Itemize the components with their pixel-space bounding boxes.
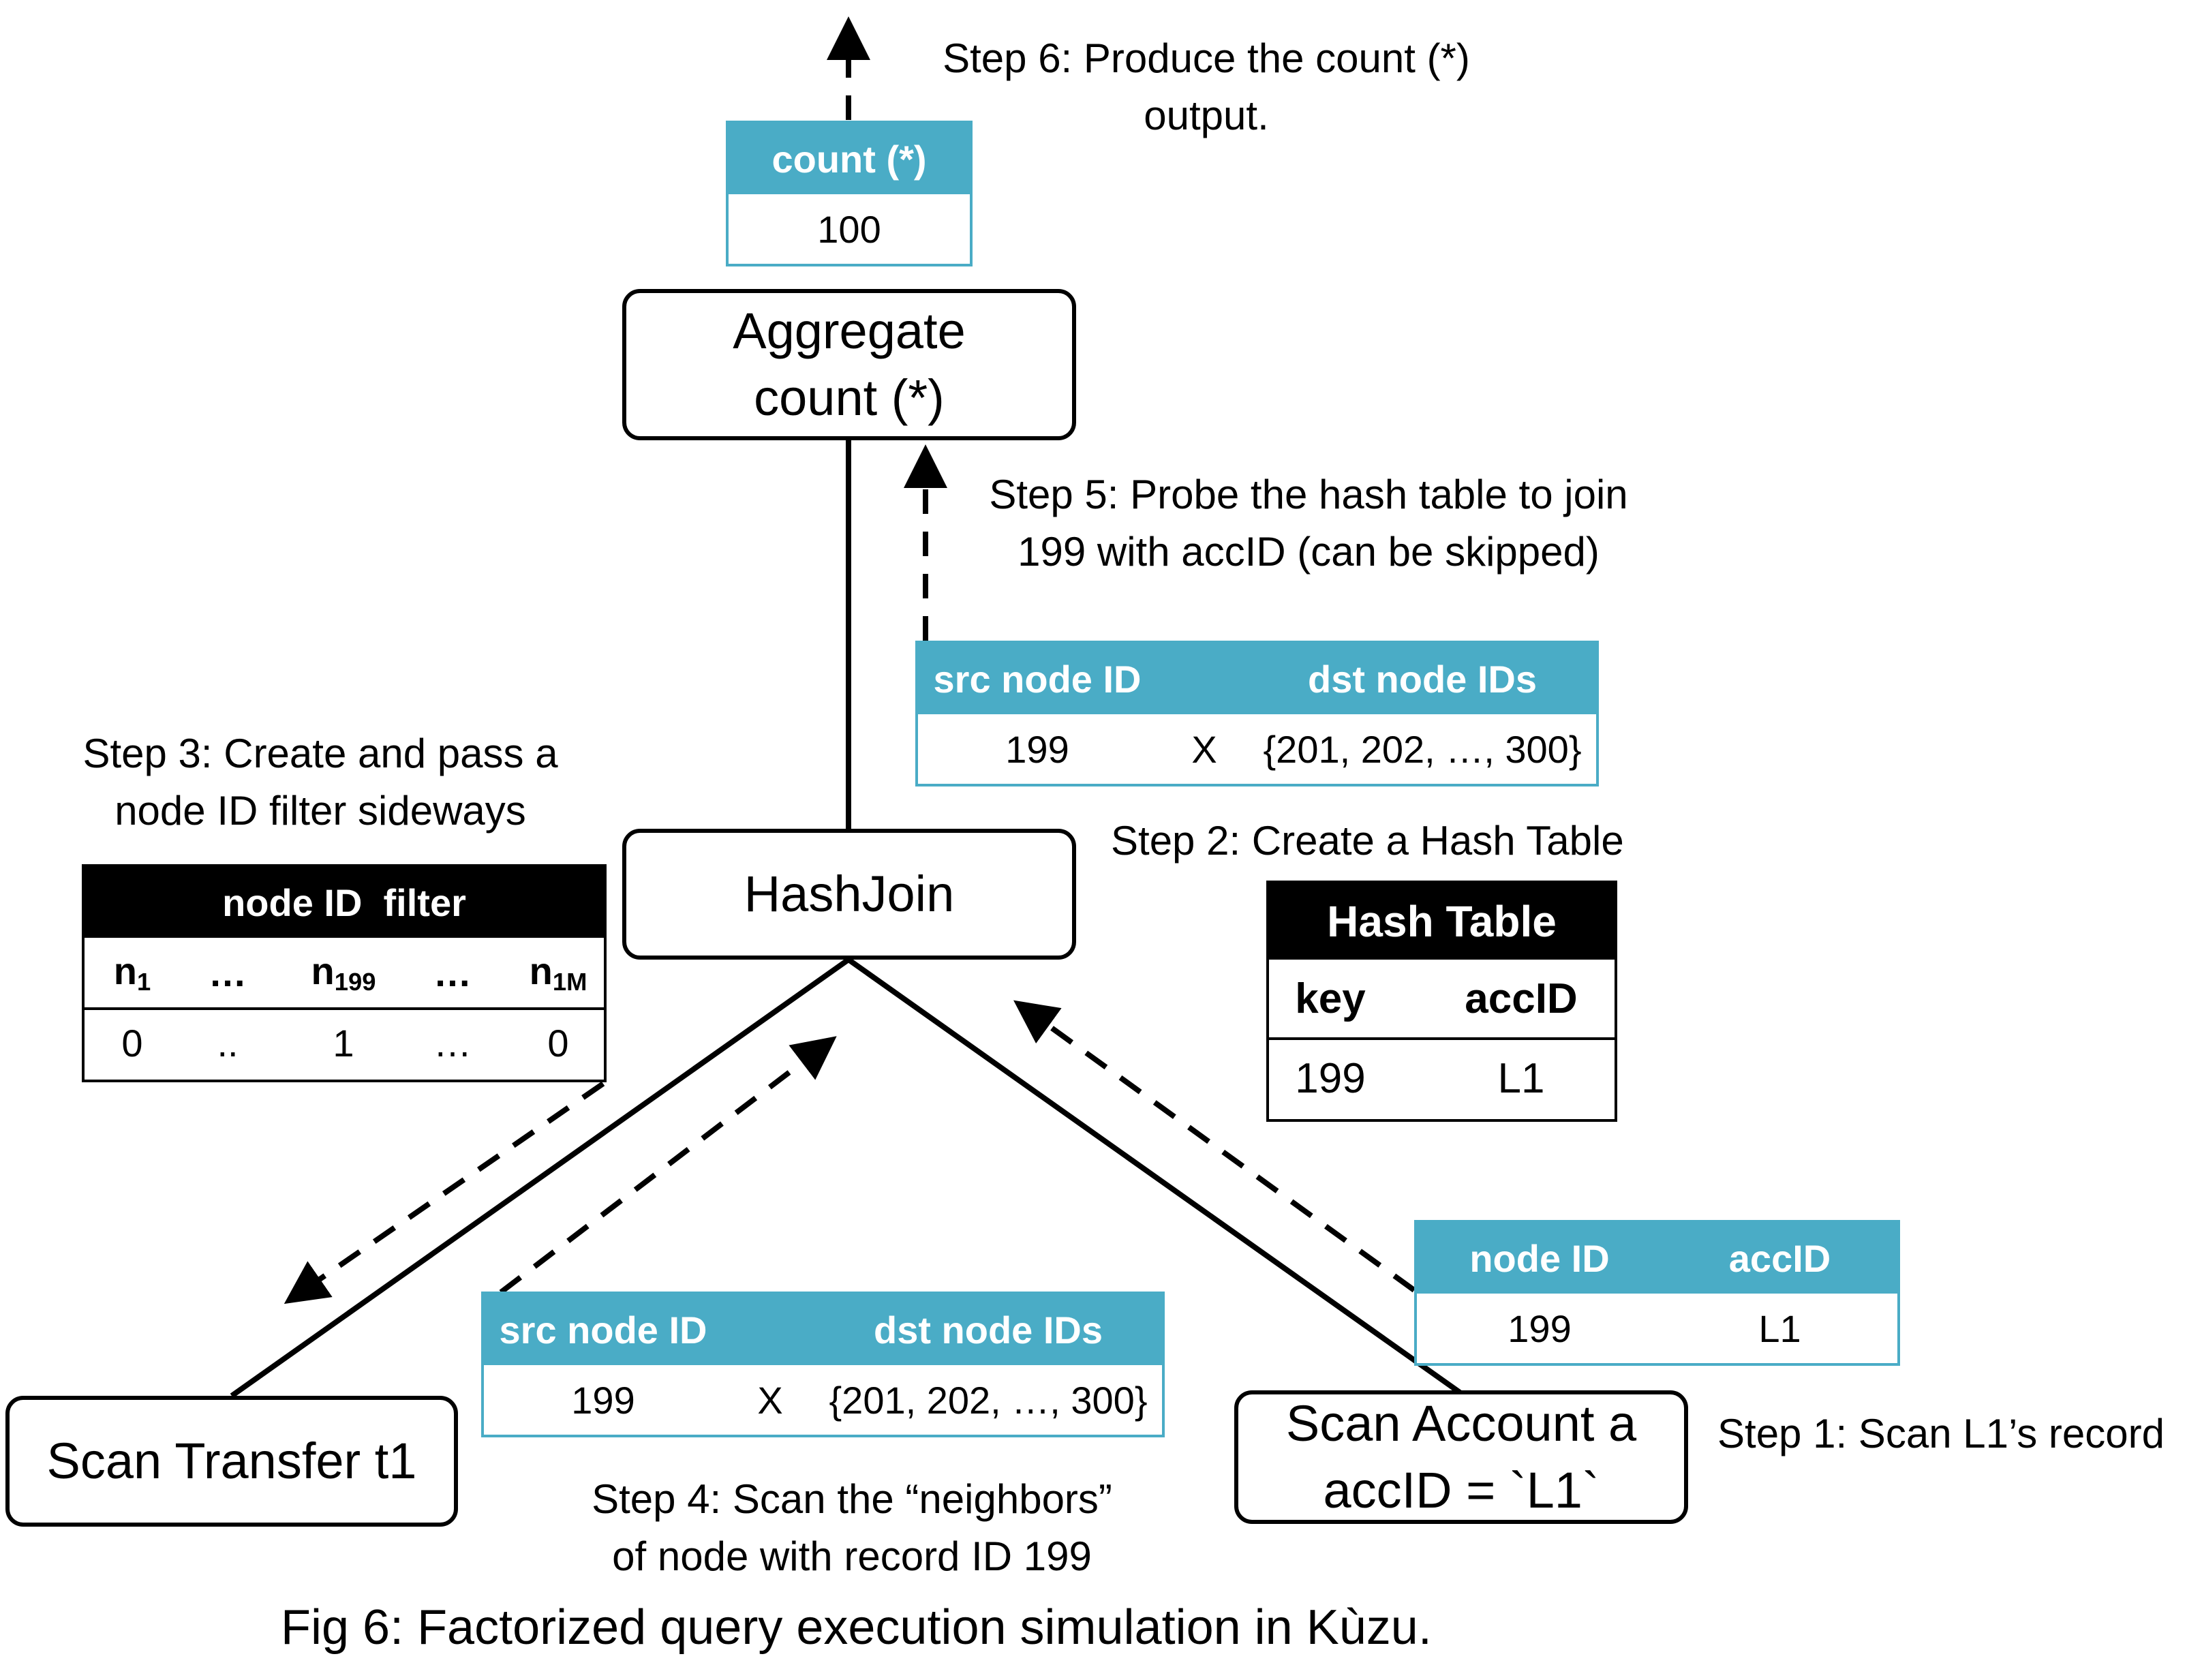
filter-header-ellipsis-1-text: … [209, 951, 247, 994]
account-table-header-node-id: node ID [1469, 1236, 1610, 1280]
probe-table: src node ID dst node IDs 199 X {201, 202… [915, 641, 1599, 786]
filter-table-title: node ID filter [222, 881, 466, 924]
count-table-header-label: count (*) [771, 137, 927, 181]
account-table-header-accid: accID [1728, 1236, 1831, 1280]
neighbors-table-dst: {201, 202, …, 300} [829, 1378, 1148, 1422]
filter-header-n199-base: n [311, 949, 335, 992]
probe-table-row: 199 X {201, 202, …, 300} [918, 714, 1596, 784]
hash-table-value-row: 199 L1 [1269, 1037, 1615, 1119]
scan-account-operator-line2: accID = `L1` [1323, 1462, 1600, 1518]
filter-header-n1-sub: 1 [136, 968, 151, 996]
hashjoin-operator-label: HashJoin [744, 866, 955, 922]
step5-note: Step 5: Probe the hash table to join 199… [954, 466, 1663, 581]
account-table-row: 199 L1 [1417, 1294, 1897, 1363]
filter-header-n199-sub: 199 [334, 968, 376, 996]
neighbors-table-header-src: src node ID [499, 1308, 707, 1351]
neighbors-table-header-dst: dst node IDs [873, 1308, 1103, 1351]
filter-value-n1: 0 [121, 1021, 143, 1065]
step2-note: Step 2: Create a Hash Table [1111, 812, 1624, 870]
filter-header-n199: n199 [282, 949, 405, 996]
account-table-header: node ID accID [1417, 1223, 1897, 1294]
edge-hashjoin-scan-transfer [230, 957, 851, 1399]
filter-value-n199: 1 [333, 1021, 354, 1065]
probe-table-header-src: src node ID [933, 657, 1142, 701]
count-table-row: 100 [729, 194, 970, 264]
probe-table-header: src node ID dst node IDs [918, 643, 1596, 714]
filter-header-ellipsis-1: … [187, 951, 269, 995]
neighbors-table-src: 199 [571, 1378, 635, 1422]
scan-transfer-operator: Scan Transfer t1 [5, 1396, 458, 1527]
step6-line1: Step 6: Produce the count (*) [943, 35, 1470, 81]
hash-table-title-bar: Hash Table [1269, 883, 1615, 960]
hash-table-title: Hash Table [1327, 897, 1557, 946]
filter-value-n1m: 0 [547, 1021, 569, 1065]
aggregate-operator-line2: count (*) [754, 369, 945, 426]
count-table-value: 100 [817, 207, 881, 251]
edge-hashjoin-scan-account [846, 957, 1462, 1395]
scan-transfer-operator-label: Scan Transfer t1 [46, 1433, 417, 1489]
hash-table-divider [1269, 1037, 1615, 1040]
filter-header-ellipsis-2-text: … [433, 951, 472, 994]
hash-table-header-row: key accID [1269, 960, 1615, 1037]
neighbors-table-op: X [757, 1378, 783, 1422]
step3-line2: node ID filter sideways [114, 788, 526, 834]
filter-header-n1: n1 [91, 949, 173, 996]
node-id-filter-table: node ID filter n1 … n199 … n1M 0 .. 1 … … [82, 864, 607, 1082]
step6-note: Step 6: Produce the count (*) output. [906, 30, 1506, 144]
filter-table-header-row: n1 … n199 … n1M [85, 938, 604, 1007]
filter-table-value-row: 0 .. 1 … 0 [85, 1007, 604, 1078]
step1-to-hashjoin-arrow [1013, 1000, 1416, 1293]
hash-table-header-key: key [1295, 975, 1366, 1022]
filter-header-n1m-sub: 1M [552, 968, 587, 996]
figure-caption: Fig 6: Factorized query execution simula… [281, 1595, 1432, 1660]
hashjoin-operator: HashJoin [622, 829, 1076, 960]
step1-label: Step 1: Scan L1’s record [1717, 1411, 2165, 1456]
step3-filter-sideways-arrow [284, 1081, 605, 1304]
scan-account-operator-line1: Scan Account a [1285, 1395, 1637, 1452]
filter-value-ellipsis-1: .. [217, 1021, 239, 1065]
filter-table-title-bar: node ID filter [85, 867, 604, 938]
hash-table-accid-value: L1 [1497, 1054, 1545, 1102]
account-table-node-id: 199 [1508, 1307, 1572, 1350]
step6-line2: output. [1144, 93, 1269, 138]
filter-value-ellipsis-2: … [433, 1021, 472, 1065]
step4-neighbors-arrow [499, 1036, 837, 1295]
step4-line2: of node with record ID 199 [612, 1533, 1092, 1579]
step3-note: Step 3: Create and pass a node ID filter… [61, 725, 579, 840]
step4-line1: Step 4: Scan the “neighbors” [592, 1476, 1112, 1522]
probe-table-dst: {201, 202, …, 300} [1263, 727, 1582, 771]
filter-header-n1-base: n [113, 949, 137, 992]
probe-table-header-dst: dst node IDs [1307, 657, 1538, 701]
step5-line2: 199 with accID (can be skipped) [1018, 529, 1600, 575]
step4-note: Step 4: Scan the “neighbors” of node wit… [532, 1471, 1172, 1585]
filter-header-n1m: n1M [507, 949, 609, 996]
hash-table-header-accid: accID [1465, 975, 1578, 1022]
step2-label: Step 2: Create a Hash Table [1111, 818, 1624, 864]
aggregate-operator: Aggregate count (*) [622, 289, 1076, 440]
account-table-accid: L1 [1758, 1307, 1801, 1350]
step1-note: Step 1: Scan L1’s record [1717, 1405, 2165, 1463]
figure-caption-text: Fig 6: Factorized query execution simula… [281, 1600, 1432, 1655]
neighbors-table-header: src node ID dst node IDs [484, 1294, 1162, 1365]
step3-line1: Step 3: Create and pass a [82, 731, 558, 776]
neighbors-table-row: 199 X {201, 202, …, 300} [484, 1365, 1162, 1435]
count-table: count (*) 100 [726, 121, 973, 266]
account-table: node ID accID 199 L1 [1414, 1220, 1900, 1366]
probe-table-op: X [1191, 727, 1217, 771]
filter-header-n1m-base: n [529, 949, 553, 992]
filter-header-ellipsis-2: … [405, 951, 500, 995]
aggregate-operator-line1: Aggregate [733, 303, 966, 359]
probe-table-src: 199 [1005, 727, 1069, 771]
step5-line1: Step 5: Probe the hash table to join [989, 472, 1628, 517]
scan-account-operator: Scan Account a accID = `L1` [1234, 1390, 1688, 1524]
neighbors-table: src node ID dst node IDs 199 X {201, 202… [481, 1292, 1165, 1437]
hash-table: Hash Table key accID 199 L1 [1266, 881, 1617, 1122]
filter-table-divider [85, 1007, 604, 1010]
hash-table-key-value: 199 [1295, 1054, 1366, 1102]
count-table-header: count (*) [729, 123, 970, 194]
